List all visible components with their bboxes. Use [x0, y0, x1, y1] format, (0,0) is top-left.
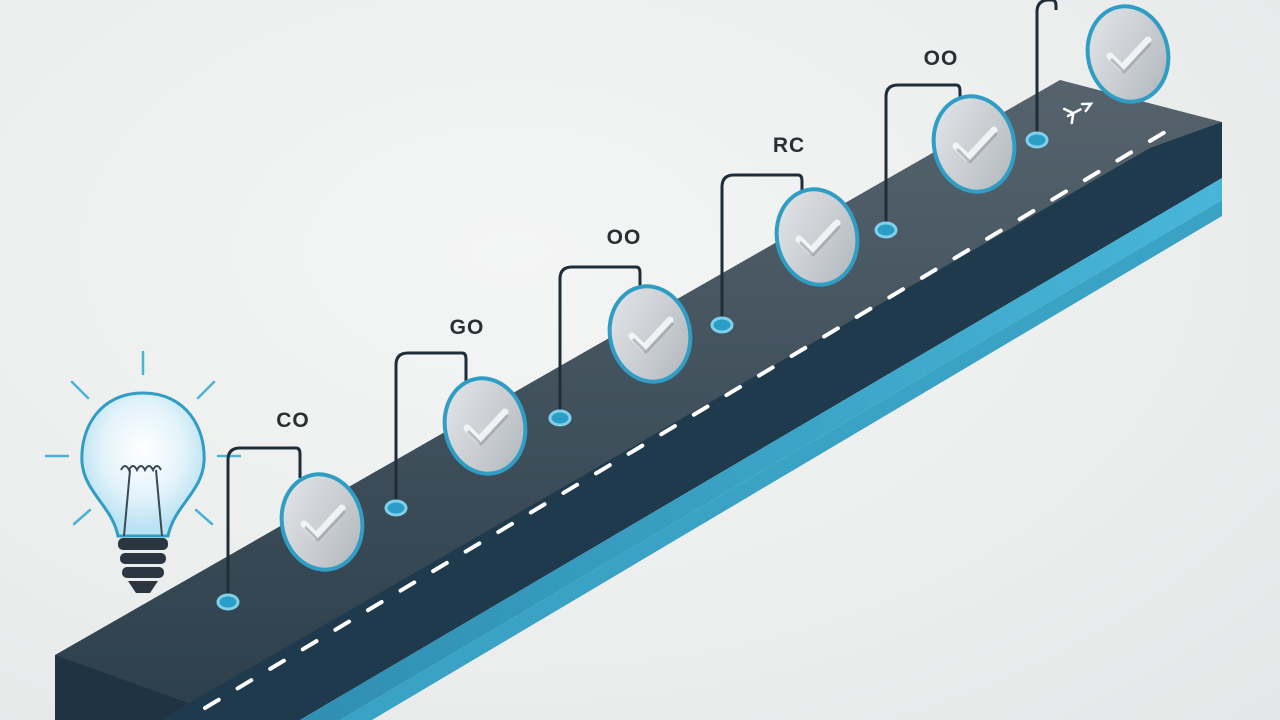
check-shadow: [467, 414, 509, 446]
check-shadow: [632, 322, 674, 354]
road-center-line: [203, 124, 1177, 710]
milestone-stem: [720, 173, 804, 325]
road-dark-band: [160, 122, 1222, 720]
road-front-face: [300, 178, 1222, 720]
milestone-disc: [931, 94, 1017, 194]
check-shadow: [799, 225, 841, 257]
road-platform: [55, 80, 1222, 720]
milestone-stem: [226, 446, 302, 602]
wrench-icon: [1062, 102, 1094, 125]
check-shadow: [304, 510, 346, 542]
milestone-stem: [394, 351, 468, 508]
milestone-disc: [1085, 4, 1171, 104]
road-top-surface: [55, 80, 1222, 720]
milestone-anchor-dot: [710, 316, 734, 334]
milestone-label: OO: [924, 47, 959, 70]
milestone-anchor-dot: [548, 409, 572, 427]
check-shadow: [956, 132, 998, 164]
milestone-list: CO GO OO RC OO: [216, 0, 1171, 611]
milestone-disc: [279, 472, 365, 572]
milestone-5: OO: [874, 47, 1017, 239]
milestone-anchor-dot: [384, 499, 408, 517]
milestone-disc: [774, 187, 860, 287]
milestone-1: CO: [216, 409, 365, 611]
milestone-label: RC: [773, 134, 805, 157]
milestone-label: CO: [276, 409, 310, 432]
milestone-disc: [607, 284, 693, 384]
milestone-6: [1025, 0, 1171, 149]
milestone-anchor-dot: [874, 221, 898, 239]
milestone-2: GO: [384, 316, 528, 517]
road-front-face-lower: [340, 200, 1222, 720]
milestone-disc: [442, 376, 528, 476]
milestone-4: RC: [710, 134, 860, 334]
check-shadow: [1110, 42, 1152, 74]
lightbulb-icon: [44, 350, 242, 593]
milestone-3: OO: [548, 226, 693, 427]
milestone-stem: [1035, 0, 1058, 140]
milestone-label: OO: [607, 226, 642, 249]
milestone-stem: [884, 83, 962, 230]
milestone-anchor-dot: [216, 593, 240, 611]
milestone-stem: [558, 265, 642, 418]
milestone-anchor-dot: [1025, 131, 1049, 149]
milestone-label: GO: [450, 316, 485, 339]
